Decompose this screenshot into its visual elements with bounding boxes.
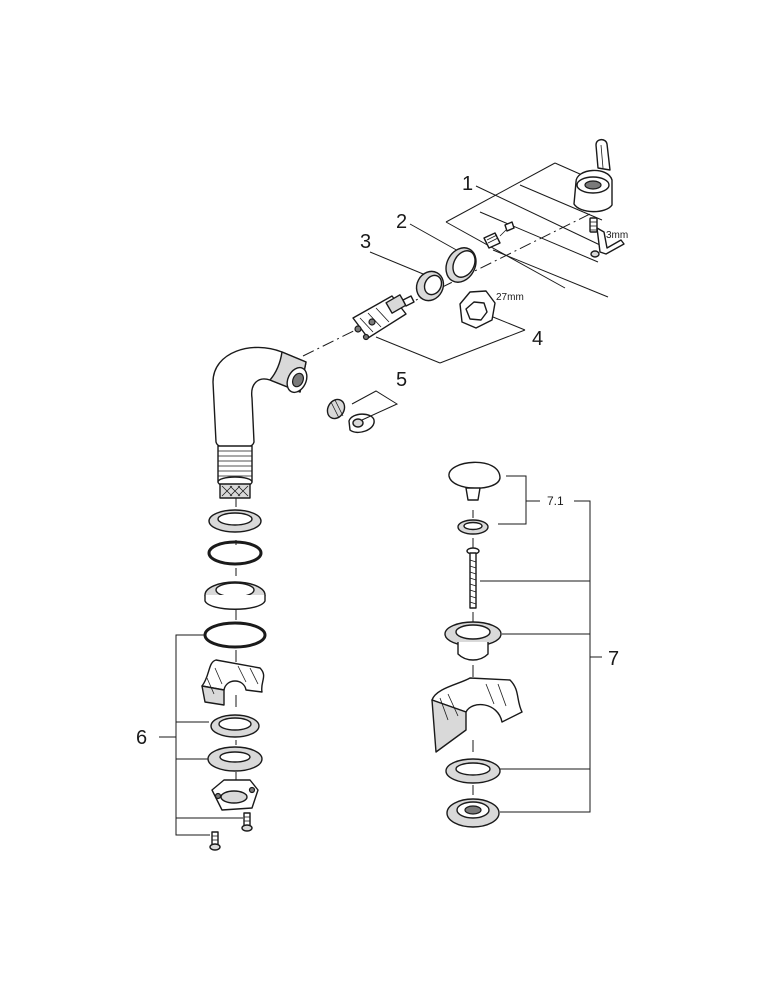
callout-7: 7 <box>608 648 619 670</box>
drain-flange <box>444 621 502 661</box>
washer-lower <box>207 746 263 772</box>
cover-ring <box>445 247 477 283</box>
plug-bolt <box>466 547 480 609</box>
mounting-screw-left <box>209 831 221 851</box>
wrench-size-label: 27mm <box>496 292 524 303</box>
mounting-plate <box>211 779 259 811</box>
flange-ring <box>204 581 266 610</box>
callout-4: 4 <box>532 328 543 350</box>
aerator <box>326 390 399 434</box>
drain-plug-cap <box>448 461 501 501</box>
cartridge-nut <box>415 270 445 302</box>
allen-key: 3mm <box>596 227 628 255</box>
basin-section <box>431 677 523 753</box>
drain-gasket <box>445 758 501 784</box>
allen-key-size-label: 3mm <box>606 230 628 241</box>
callout-5: 5 <box>396 369 407 391</box>
tap-body <box>212 346 308 499</box>
counter-section <box>201 659 265 706</box>
callout-2: 2 <box>396 211 407 233</box>
handle-lever <box>573 138 613 213</box>
handle-grub-screw <box>589 217 600 258</box>
o-ring-lower <box>203 621 267 649</box>
leader-group-4 <box>369 223 609 364</box>
drain-body-nut <box>446 798 500 828</box>
leader-group-6 <box>159 634 243 836</box>
leader-group-7 <box>480 475 602 813</box>
washer-mid <box>210 714 260 738</box>
spline-adapter <box>483 221 515 249</box>
callout-1: 1 <box>462 173 473 195</box>
callout-3: 3 <box>360 231 371 253</box>
callout-7-1: 7.1 <box>547 494 564 508</box>
callout-6: 6 <box>136 727 147 749</box>
plug-washer <box>457 519 489 535</box>
o-ring-top <box>207 540 263 566</box>
cartridge <box>352 294 415 341</box>
washer-top <box>208 509 262 533</box>
wrench-socket: 27mm <box>459 290 524 329</box>
mounting-screw-right <box>241 812 253 832</box>
